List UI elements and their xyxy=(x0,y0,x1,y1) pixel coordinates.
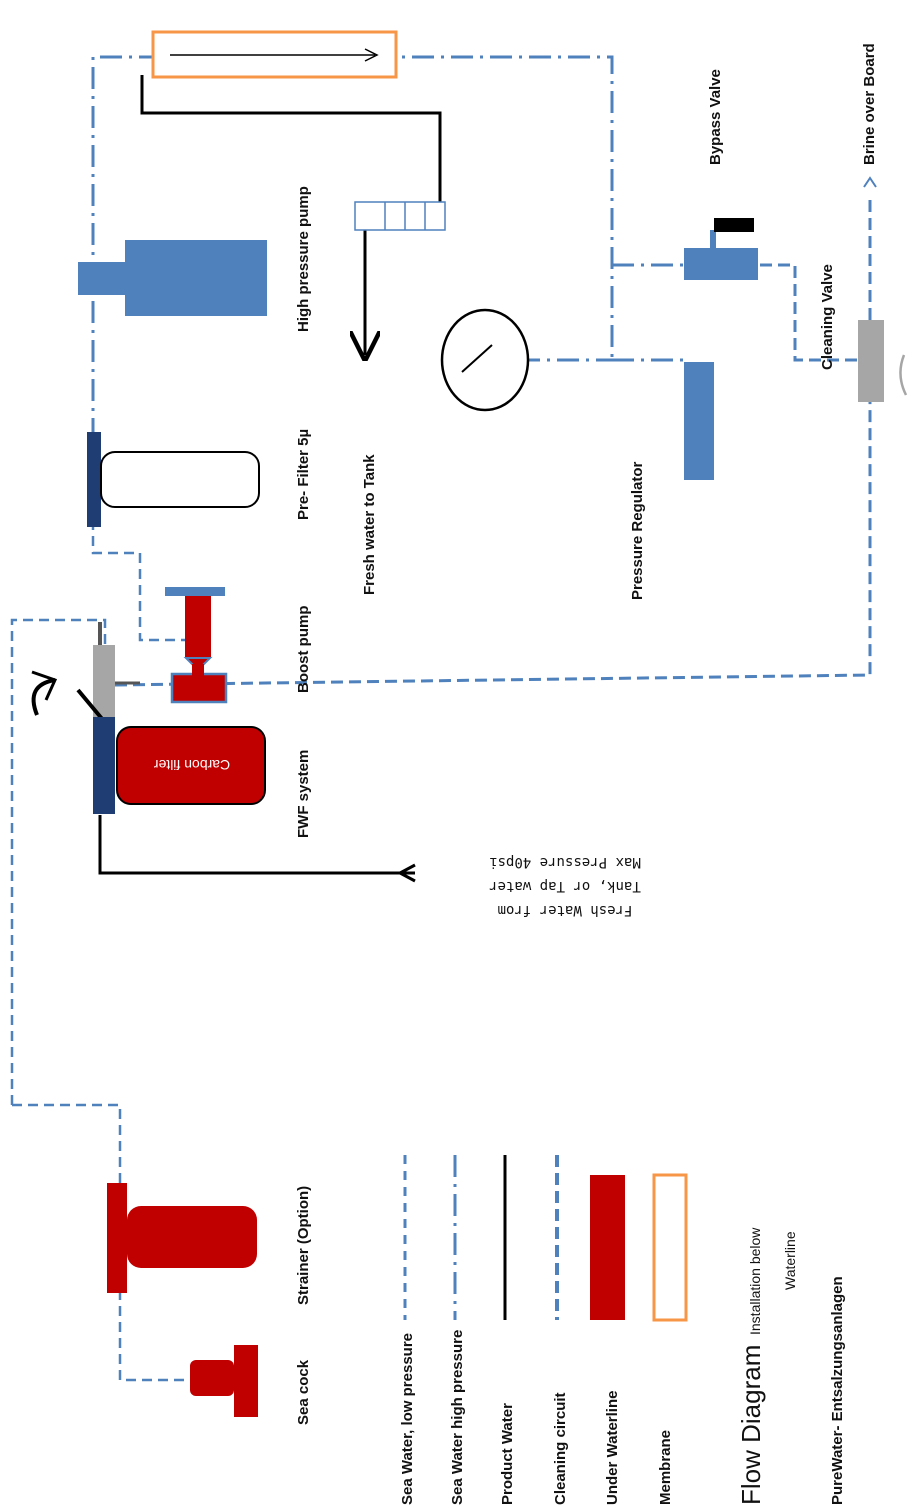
label-sea-cock: Sea cock xyxy=(295,1359,312,1425)
label-bypass-valve: Bypass Valve xyxy=(707,69,724,165)
membrane xyxy=(151,30,398,79)
brine-arrow-icon xyxy=(863,176,877,188)
pressure-regulator xyxy=(684,362,714,480)
legend: Sea Water, low pressure Sea Water high p… xyxy=(399,1155,688,1505)
title-main: Flow Diagram xyxy=(736,1345,766,1505)
legend-label-2: Product Water xyxy=(499,1403,516,1505)
strainer xyxy=(107,1183,257,1293)
fwf-system xyxy=(31,622,266,814)
legend-label-3: Cleaning circuit xyxy=(552,1392,569,1505)
label-pre-filter: Pre- Filter 5µ xyxy=(295,429,312,520)
fresh-water-inlet-arrow-icon xyxy=(396,863,416,883)
fresh-water-note: Fresh Water from Tank, or Tap water Max … xyxy=(489,854,641,918)
pressure-gauge xyxy=(440,308,530,412)
fresh-water-note-line-3: Max Pressure 40psi xyxy=(489,854,641,870)
company-name: PureWater- Entsalzungsanlagen xyxy=(829,1276,846,1505)
cleaning-circuit-line xyxy=(114,195,872,687)
legend-swatch-under-waterline xyxy=(590,1175,625,1320)
legend-swatch-membrane xyxy=(652,1173,688,1322)
legend-label-5: Membrane xyxy=(657,1430,674,1505)
low-pressure-line xyxy=(10,520,195,1382)
label-carbon-filter: Carbon filter xyxy=(154,757,231,773)
flow-meter xyxy=(354,201,446,231)
label-cleaning-valve: Cleaning Valve xyxy=(819,264,836,370)
label-brine-over-board: Brine over Board xyxy=(861,43,878,165)
legend-label-4: Under Waterline xyxy=(604,1391,621,1505)
legend-label-0: Sea Water, low pressure xyxy=(399,1333,416,1505)
fresh-water-note-line-2: Tank, or Tap water xyxy=(489,878,641,894)
title-sub-2: Waterline xyxy=(782,1231,798,1290)
product-water-line xyxy=(98,75,442,875)
label-fresh-water-to-tank: Fresh water to Tank xyxy=(361,454,378,595)
pre-filter xyxy=(87,432,260,527)
sea-cock xyxy=(190,1345,258,1417)
legend-label-1: Sea Water high pressure xyxy=(449,1330,466,1505)
bypass-valve xyxy=(684,218,758,280)
label-pressure-regulator: Pressure Regulator xyxy=(629,461,646,600)
label-boost-pump: Boost pump xyxy=(295,606,312,694)
title-sub-1: Installation below xyxy=(747,1227,763,1335)
fresh-water-note-line-1: Fresh Water from xyxy=(498,902,633,918)
label-high-pressure-pump: High pressure pump xyxy=(295,186,312,332)
cleaning-valve xyxy=(858,320,908,402)
boost-pump xyxy=(165,587,228,704)
label-fwf-system: FWF system xyxy=(295,750,312,838)
high-pressure-pump xyxy=(78,240,267,316)
title-block: Flow Diagram Installation below Waterlin… xyxy=(736,1227,846,1505)
label-strainer: Strainer (Option) xyxy=(295,1186,312,1305)
